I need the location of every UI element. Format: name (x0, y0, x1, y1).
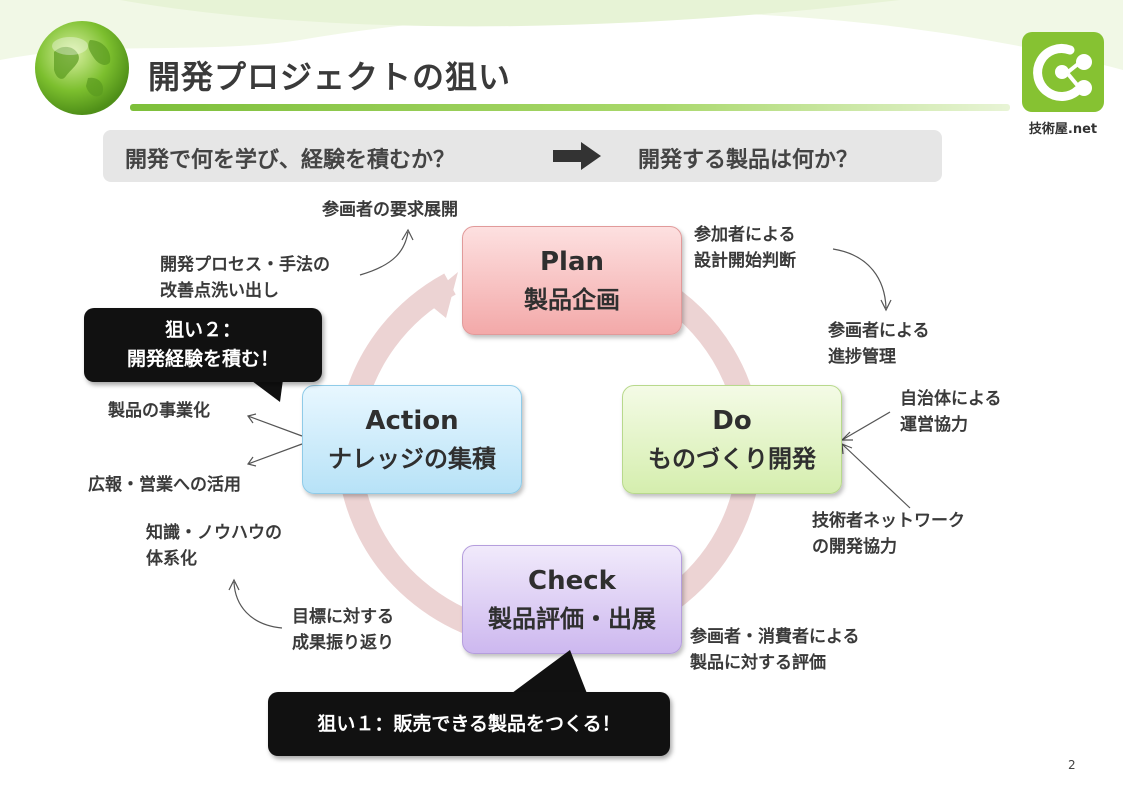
note-progress-line1: 参画者による (828, 321, 930, 341)
smile-logo-icon (1033, 43, 1092, 101)
note-municipal-line1: 自治体による (900, 389, 1002, 409)
note-process-line2: 改善点洗い出し (160, 281, 279, 301)
check-name: Check (528, 565, 616, 596)
logo (1022, 32, 1104, 112)
header-swoosh (0, 0, 1123, 70)
right-arrow-icon (553, 142, 601, 170)
note-design-start-line2: 設計開始判断 (694, 251, 796, 271)
page-title: 開発プロジェクトの狙い (148, 58, 512, 96)
note-network-line1: 技術者ネットワーク (812, 511, 965, 531)
callout-aim2-line2: 開発経験を積む！ (126, 348, 279, 370)
note-progress: 参画者による 進捗管理 (828, 318, 930, 370)
note-evaluation-line1: 参画者・消費者による (690, 627, 860, 647)
title-divider (130, 104, 1010, 111)
globe-icon (35, 21, 129, 115)
note-municipal: 自治体による 運営協力 (900, 386, 1002, 438)
check-label: 製品評価・出展 (488, 604, 656, 633)
note-pr: 広報・営業への活用 (88, 475, 241, 495)
question-bar: 開発で何を学び、経験を積むか？ 開発する製品は何か？ (103, 130, 942, 182)
note-process: 開発プロセス・手法の 改善点洗い出し (160, 252, 330, 304)
note-knowledge-line2: 体系化 (146, 549, 197, 569)
note-municipal-line2: 運営協力 (900, 415, 968, 435)
note-network-line2: の開発協力 (812, 537, 897, 557)
note-knowledge: 知識・ノウハウの 体系化 (146, 520, 282, 572)
note-evaluation-line2: 製品に対する評価 (690, 653, 826, 673)
note-review-line1: 目標に対する (292, 607, 394, 627)
note-review: 目標に対する 成果振り返り (292, 604, 394, 656)
callout-aim1-pointer (508, 650, 588, 696)
check-box: Check 製品評価・出展 (462, 545, 682, 654)
callout-aim2-line1: 狙い２： (164, 319, 241, 341)
note-requirements: 参画者の要求展開 (322, 200, 458, 220)
page-number: 2 (1068, 758, 1076, 772)
question-learning: 開発で何を学び、経験を積むか？ (125, 148, 456, 173)
action-name: Action (365, 405, 459, 436)
note-review-line2: 成果振り返り (292, 633, 394, 653)
note-process-line1: 開発プロセス・手法の (160, 255, 330, 275)
plan-label: 製品企画 (524, 285, 620, 314)
logo-text: 技術屋.net (1028, 122, 1098, 137)
do-box: Do ものづくり開発 (622, 385, 842, 494)
plan-name: Plan (539, 246, 605, 277)
note-design-start: 参加者による 設計開始判断 (694, 222, 796, 274)
action-box: Action ナレッジの集積 (302, 385, 522, 494)
note-progress-line2: 進捗管理 (828, 347, 896, 367)
note-knowledge-line1: 知識・ノウハウの (146, 523, 282, 543)
do-label: ものづくり開発 (648, 444, 816, 473)
callout-aim2: 狙い２： 開発経験を積む！ (84, 308, 322, 382)
note-network: 技術者ネットワーク の開発協力 (812, 508, 965, 560)
note-evaluation: 参画者・消費者による 製品に対する評価 (690, 624, 860, 676)
do-name: Do (712, 405, 752, 436)
note-productize: 製品の事業化 (108, 401, 210, 421)
callout-aim1: 狙い１：販売できる製品をつくる！ (268, 692, 670, 756)
note-design-start-line1: 参加者による (694, 225, 796, 245)
plan-box: Plan 製品企画 (462, 226, 682, 335)
action-label: ナレッジの集積 (328, 444, 496, 473)
question-product: 開発する製品は何か？ (638, 148, 859, 173)
